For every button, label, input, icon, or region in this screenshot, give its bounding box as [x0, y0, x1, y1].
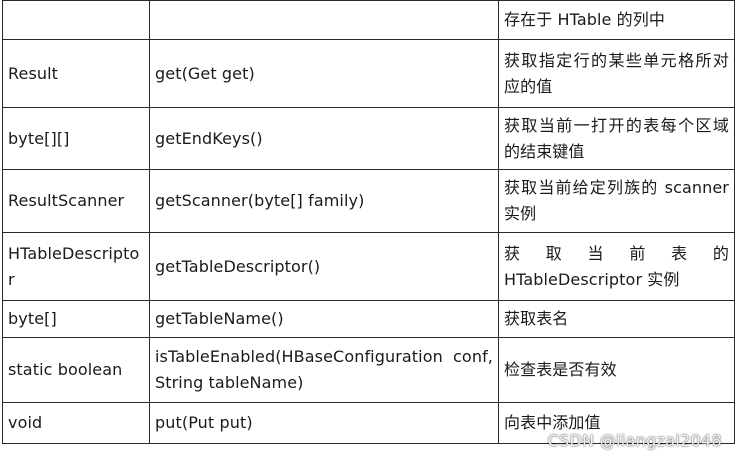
- return-type-cell: Result: [2, 39, 150, 108]
- method-cell: getTableDescriptor(): [149, 232, 499, 301]
- table-row: void put(Put put) 向表中添加值: [2, 402, 735, 444]
- table-row: 存在于 HTable 的列中: [2, 0, 735, 40]
- method-cell: get(Get get): [149, 39, 499, 108]
- table-row: ResultScanner getScanner(byte[] family) …: [2, 169, 735, 233]
- description-cell: 获取表名: [498, 300, 735, 338]
- return-type-cell: void: [2, 402, 150, 444]
- return-type-cell: byte[]: [2, 300, 150, 338]
- return-type-cell: static boolean: [2, 337, 150, 403]
- return-type-cell: ResultScanner: [2, 169, 150, 233]
- description-cell: 向表中添加值: [498, 402, 735, 444]
- method-cell: getScanner(byte[] family): [149, 169, 499, 233]
- table-row: HTableDescriptor getTableDescriptor() 获 …: [2, 232, 735, 301]
- method-cell: isTableEnabled(HBaseConfiguration conf, …: [149, 337, 499, 403]
- htable-api-table: 存在于 HTable 的列中 Result get(Get get) 获取指定行…: [2, 0, 735, 444]
- description-cell: 获取指定行的某些单元格所对应的值: [498, 39, 735, 108]
- method-cell: [149, 0, 499, 40]
- return-type-cell: byte[][]: [2, 107, 150, 170]
- description-cell: 检查表是否有效: [498, 337, 735, 403]
- return-type-cell: HTableDescriptor: [2, 232, 150, 301]
- table-row: static boolean isTableEnabled(HBaseConfi…: [2, 337, 735, 403]
- description-cell: 获取当前一打开的表每个区域的结束键值: [498, 107, 735, 170]
- method-cell: getEndKeys(): [149, 107, 499, 170]
- description-cell: 获 取 当 前 表 的 HTableDescriptor 实例: [498, 232, 735, 301]
- table-row: byte[][] getEndKeys() 获取当前一打开的表每个区域的结束键值: [2, 107, 735, 170]
- table-row: Result get(Get get) 获取指定行的某些单元格所对应的值: [2, 39, 735, 108]
- description-cell: 获取当前给定列族的 scanner 实例: [498, 169, 735, 233]
- method-cell: put(Put put): [149, 402, 499, 444]
- table-row: byte[] getTableName() 获取表名: [2, 300, 735, 338]
- method-cell: getTableName(): [149, 300, 499, 338]
- return-type-cell: [2, 0, 150, 40]
- description-cell: 存在于 HTable 的列中: [498, 0, 735, 40]
